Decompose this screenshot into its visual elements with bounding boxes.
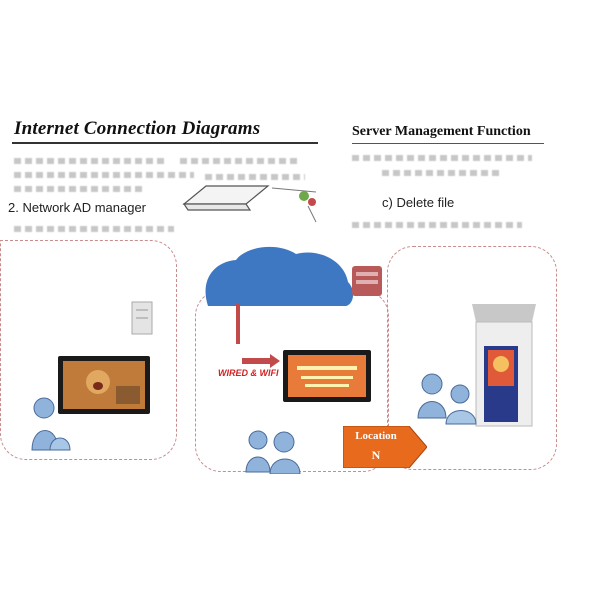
connector-pole-icon xyxy=(236,304,240,344)
location-sign-icon: Location N xyxy=(343,426,427,468)
location-sign-shape xyxy=(343,426,427,468)
title-underline xyxy=(12,142,318,144)
location-zone-right xyxy=(387,246,557,470)
blurred-text-line xyxy=(14,158,164,164)
diagram-title: Internet Connection Diagrams xyxy=(14,118,261,139)
blurred-text-line xyxy=(14,226,174,232)
cloud-icon xyxy=(205,246,354,306)
delete-file-label: c) Delete file xyxy=(382,195,455,210)
blurred-text-line xyxy=(205,174,305,180)
user-group-icon xyxy=(245,430,301,474)
location-zone-left xyxy=(0,240,177,460)
server-title-underline xyxy=(352,143,544,144)
blurred-text-line xyxy=(14,172,194,178)
wired-wifi-label: WIRED & WIFI xyxy=(218,368,279,378)
user-icon xyxy=(31,397,71,451)
laptop-icon xyxy=(182,185,317,223)
location-sign-label: Location xyxy=(355,430,397,442)
location-sign-number: N xyxy=(371,448,381,462)
server-icon xyxy=(352,266,382,296)
arrow-icon xyxy=(242,354,280,368)
blurred-text-line xyxy=(180,158,300,164)
blurred-text-line xyxy=(382,170,502,176)
network-ad-manager-label: 2. Network AD manager xyxy=(8,200,147,215)
blurred-text-line xyxy=(352,155,532,161)
user-group-icon xyxy=(417,373,477,425)
kiosk-icon xyxy=(472,304,536,427)
tv-icon xyxy=(58,356,150,414)
blurred-text-line xyxy=(352,222,522,228)
network-switch-icon xyxy=(131,301,153,335)
server-management-title: Server Management Function xyxy=(352,124,531,139)
tv-icon xyxy=(283,350,371,402)
blurred-text-line xyxy=(14,186,144,192)
